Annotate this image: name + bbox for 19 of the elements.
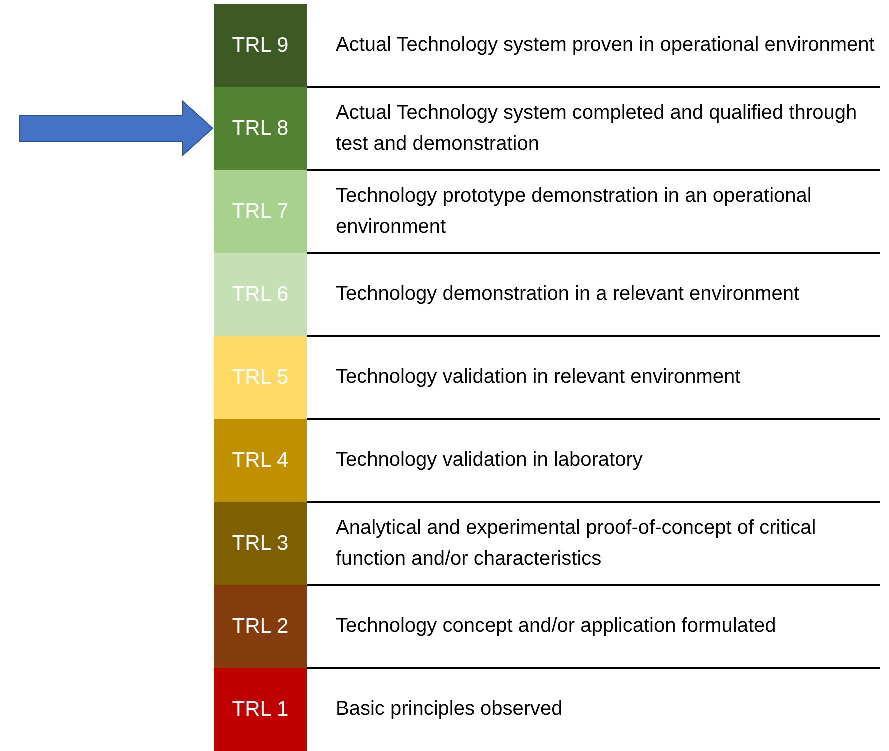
level-description: Actual Technology system proven in operational environment	[336, 33, 876, 58]
level-box: TRL 8	[214, 87, 307, 170]
level-box: TRL 9	[214, 4, 307, 87]
level-description: Technology validation in laboratory	[336, 448, 644, 473]
level-box: TRL 7	[214, 170, 307, 253]
level-box: TRL 5	[214, 336, 307, 419]
block-arrow	[20, 100, 214, 157]
level-box: TRL 3	[214, 502, 307, 585]
level-box: TRL 6	[214, 253, 307, 336]
level-description: Technology prototype demonstration in an operational environment	[336, 184, 813, 240]
level-box: TRL 1	[214, 668, 307, 751]
level-description: Basic principles observed	[336, 697, 564, 722]
level-description: Technology validation in relevant environment	[336, 365, 742, 390]
level-box: TRL 4	[214, 419, 307, 502]
level-description: Actual Technology system completed and qualified through test and demonstration	[336, 100, 858, 156]
level-description: Technology concept and/or application formulated	[336, 614, 778, 639]
level-description: Technology demonstration in a relevant environment	[336, 282, 801, 307]
level-box: TRL 2	[214, 585, 307, 668]
level-description: Analytical and experimental proof-of-concept of critical function and/or characteristics	[336, 516, 818, 572]
